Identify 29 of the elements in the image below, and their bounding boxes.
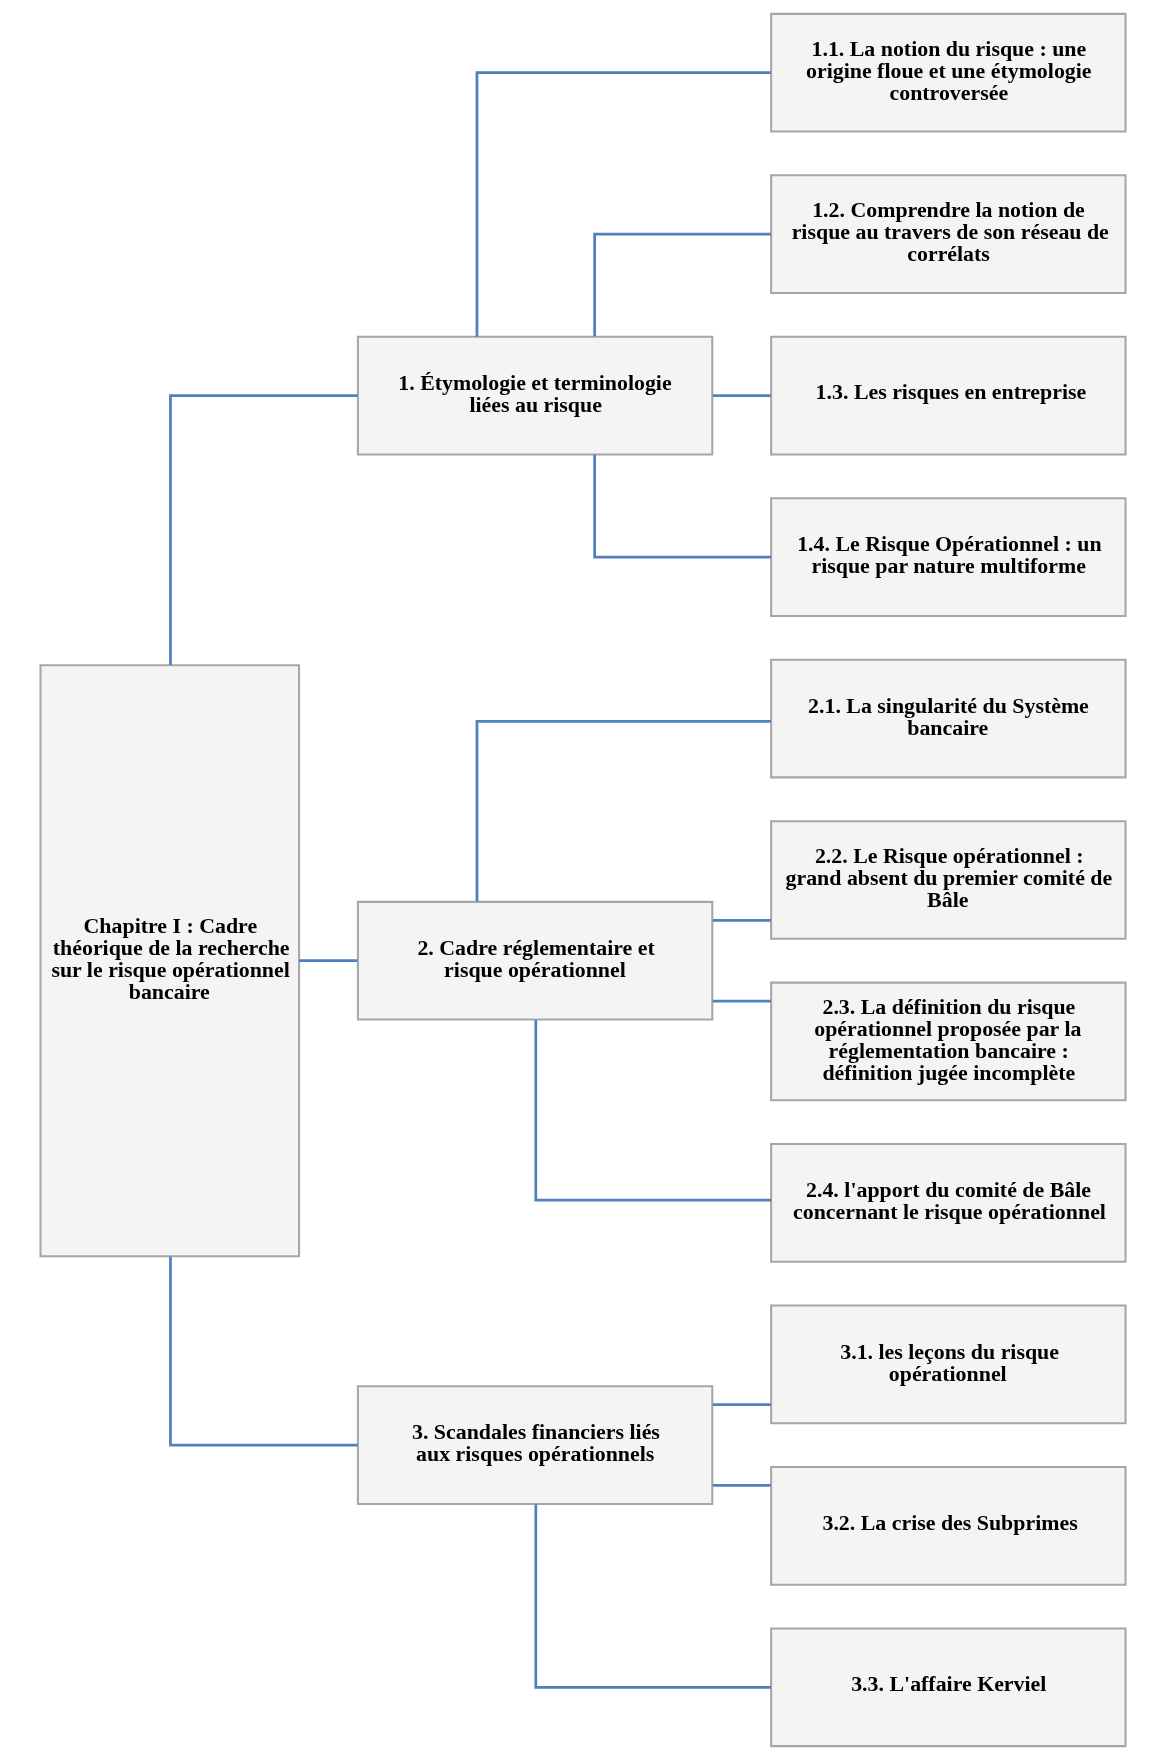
connector [592, 232, 771, 337]
connector [298, 959, 357, 963]
node-box: 1.1. La notion du risque : une origine floue et une étymologie controversée [769, 12, 1127, 133]
node-box: 3.3. L'affaire Kerviel [769, 1627, 1127, 1748]
connector [712, 919, 771, 922]
node-box: 1. Étymologie et terminologie liées au risque [356, 335, 713, 456]
node-box: 1.3. Les risques en entreprise [769, 335, 1127, 456]
connector [475, 71, 771, 337]
node-box: 3.2. La crise des Subprimes [769, 1465, 1127, 1586]
connector [712, 1403, 771, 1407]
connector [475, 719, 771, 902]
node-box: 2. Cadre réglementaire et risque opérationnel [356, 900, 713, 1021]
node-box: Chapitre I : Cadre théorique de la recherche sur le risque opérationnel bancaire [38, 664, 300, 1258]
connector [592, 454, 771, 559]
connector [168, 394, 358, 665]
connector [533, 1019, 771, 1202]
node-box: 2.1. La singularité du Système bancaire [769, 658, 1127, 779]
connector [712, 999, 771, 1003]
node-box: 1.2. Comprendre la notion de risque au travers de son réseau de corrélats [769, 174, 1127, 295]
connector [712, 394, 771, 397]
node-box: 3.1. les leçons du risque opérationnel [769, 1304, 1127, 1425]
node-box: 3. Scandales financiers liés aux risques opérationnels [356, 1385, 713, 1505]
connector [712, 1484, 771, 1487]
node-box: 2.3. La définition du risque opérationnel proposée par la réglementation bancaire : définition jugée incomplète [769, 981, 1127, 1102]
node-box: 1.4. Le Risque Opérationnel : un risque par nature multiforme [769, 497, 1127, 617]
node-box: 2.4. l'apport du comité de Bâle concernant le risque opérationnel [769, 1143, 1127, 1263]
connector [168, 1256, 358, 1447]
node-box: 2.2. Le Risque opérationnel : grand absent du premier comité de Bâle [769, 820, 1127, 940]
connector [533, 1504, 771, 1689]
